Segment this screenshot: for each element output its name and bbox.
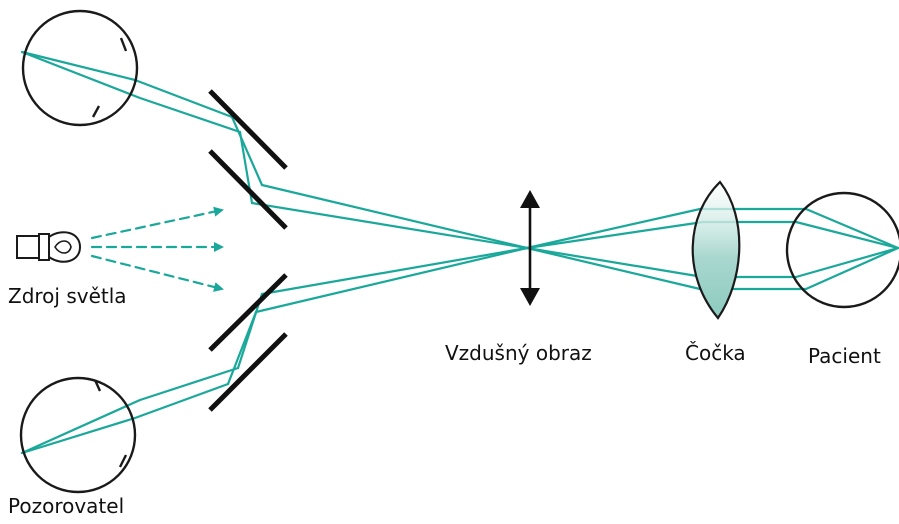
- ray-focus-to-lens-4: [525, 246, 705, 279]
- ray-bottom-to-focus-1: [254, 246, 529, 314]
- label-observer: Pozorovatel: [8, 494, 124, 518]
- ray-top-to-focus-1: [260, 183, 529, 250]
- ray-focus-to-lens-3: [525, 246, 702, 291]
- ray-patient-1: [804, 207, 899, 250]
- ray-top-to-focus-2: [250, 201, 529, 250]
- ray-observer-top-1: [20, 50, 234, 119]
- ray-mirror-top-1: [230, 115, 264, 187]
- ray-mirror-bottom-2: [236, 292, 264, 370]
- lens-shape: [691, 180, 741, 320]
- light-rays: [20, 50, 899, 455]
- light-dash-arrow-up: [90, 206, 224, 240]
- double-arrow-icon: [520, 190, 540, 306]
- mirror-lower-inner: [208, 273, 288, 352]
- observer-eye-bottom: [19, 376, 137, 494]
- patient-eye: [785, 191, 899, 309]
- ray-patient-3: [804, 246, 899, 291]
- ray-observer-bottom-2: [20, 366, 240, 455]
- ray-patient-2: [794, 220, 899, 250]
- ray-observer-top-2: [20, 50, 242, 134]
- mirror-upper-inner: [208, 149, 288, 230]
- mirrors: [208, 89, 288, 412]
- label-light-source: Zdroj světla: [8, 284, 127, 308]
- ray-bottom-to-focus-2: [260, 246, 529, 296]
- ray-observer-bottom-1: [20, 382, 230, 455]
- ray-focus-to-lens-2: [525, 220, 705, 250]
- label-aerial-image: Vzdušný obraz: [445, 341, 592, 365]
- ray-focus-to-lens-1: [525, 207, 702, 250]
- label-lens: Čočka: [685, 341, 746, 365]
- mirror-lower-outer: [208, 332, 288, 412]
- light-dash-arrow-down: [90, 254, 224, 292]
- light-bulb-icon: [16, 231, 82, 263]
- observer-eye-top: [21, 9, 139, 127]
- ray-patient-4: [794, 246, 899, 279]
- label-patient: Pacient: [808, 344, 881, 368]
- mirror-upper-outer: [208, 89, 288, 170]
